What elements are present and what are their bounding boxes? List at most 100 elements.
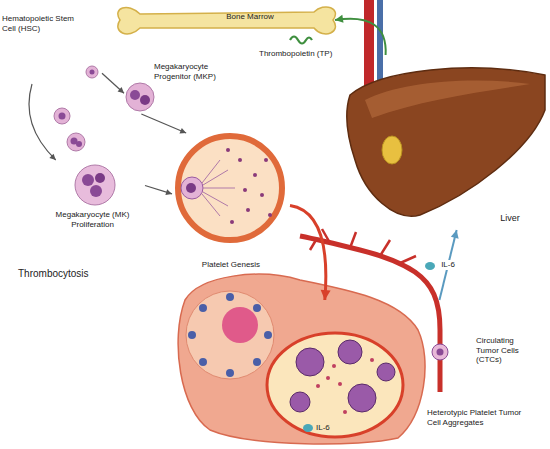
cell-nucleus xyxy=(130,90,140,100)
figure-node: Platelet Genesis xyxy=(172,133,290,278)
gland-cell xyxy=(253,304,261,312)
cell-nucleus xyxy=(90,70,95,75)
aggregate-vessel xyxy=(267,333,403,437)
node-label: Platelet Genesis xyxy=(181,260,281,270)
connector-line xyxy=(290,206,326,301)
figure-node: Heterotypic Platelet Tumor Cell Aggregat… xyxy=(262,300,535,443)
progenitor-cell xyxy=(67,133,85,151)
platelet xyxy=(253,173,257,177)
arrow-head xyxy=(49,154,55,160)
tumor-cell xyxy=(348,384,376,412)
figure-label: Thrombocytosis xyxy=(18,268,89,280)
tumor-gland xyxy=(186,291,274,379)
connector-line xyxy=(335,19,386,55)
cell-nucleus xyxy=(90,185,102,197)
tumor-cell xyxy=(290,392,310,412)
arrow-head xyxy=(179,128,186,134)
bone-shape xyxy=(118,7,336,34)
figure-node: Bone Marrow xyxy=(120,2,335,38)
figure-node: Circulating Tumor Cells (CTCs) xyxy=(418,332,548,386)
platelet xyxy=(326,376,330,380)
arrow-head xyxy=(321,290,331,300)
connector-arrow xyxy=(141,114,186,133)
cell-nucleus xyxy=(186,183,196,193)
platelet xyxy=(243,188,247,192)
gland-cell xyxy=(226,369,234,377)
edge-label: IL-6 xyxy=(440,260,456,270)
gland-cell xyxy=(188,331,196,339)
node-label: Bone Marrow xyxy=(215,12,285,22)
node-label: Heterotypic Platelet Tumor Cell Aggregat… xyxy=(427,408,532,427)
platelets xyxy=(226,148,272,224)
cell-nucleus xyxy=(59,113,66,120)
connector-arrow xyxy=(102,73,124,93)
progenitor-cell xyxy=(54,108,70,124)
platelet xyxy=(260,193,264,197)
platelet xyxy=(230,220,234,224)
il6-icon xyxy=(425,262,435,270)
platelet xyxy=(332,364,336,368)
connector-arrow xyxy=(29,84,56,160)
gallbladder xyxy=(382,136,402,164)
figure-label: IL-6 xyxy=(316,423,330,433)
mkp-cell xyxy=(126,83,154,111)
figure-node: Megakaryocyte Progenitor (MKP) xyxy=(124,62,226,114)
platelet xyxy=(268,213,272,217)
gland-cells xyxy=(188,293,272,377)
arrow-head xyxy=(451,230,459,239)
platelet xyxy=(370,358,374,362)
platelet xyxy=(246,208,250,212)
gland-cell xyxy=(199,358,207,366)
node-label: Liver xyxy=(490,213,530,224)
tumor-mass xyxy=(178,274,425,444)
platelet xyxy=(338,382,342,386)
arrow-head xyxy=(335,15,344,23)
arrow-head xyxy=(165,189,172,195)
figure-node: Hematopoietic Stem Cell (HSC) xyxy=(2,12,102,84)
connector-line xyxy=(102,73,124,93)
figure-node: Megakaryocyte (MK) Proliferation xyxy=(40,160,145,245)
tumor-core xyxy=(222,307,258,343)
connector-line xyxy=(29,84,56,160)
gland-cell xyxy=(199,304,207,312)
il6-icon xyxy=(303,424,313,432)
aggregate-platelets xyxy=(316,358,374,414)
cell-nucleus xyxy=(140,95,150,105)
connector-line xyxy=(439,230,456,300)
platelet xyxy=(238,158,242,162)
ctc-cell xyxy=(432,344,448,360)
figure-node: Liver xyxy=(345,55,548,230)
thrombopoietin-icon xyxy=(290,37,312,44)
cell-nucleus xyxy=(437,349,444,356)
connector-arrow xyxy=(290,206,331,301)
stem-cell xyxy=(86,66,98,78)
platelet xyxy=(226,148,230,152)
connector-arrow xyxy=(335,15,386,55)
cell-nucleus xyxy=(76,141,82,147)
cell-nucleus xyxy=(82,174,94,186)
platelet-genesis-vessel xyxy=(178,136,282,240)
cell-nucleus xyxy=(95,173,105,183)
arrow-head xyxy=(118,87,124,93)
gland-cell xyxy=(226,293,234,301)
platelet xyxy=(264,158,268,162)
gland-cell xyxy=(264,331,272,339)
mk-cell xyxy=(75,165,115,205)
connector-arrow xyxy=(145,186,172,195)
edge-label: Thrombopoietin (TP) xyxy=(258,49,333,59)
tumor-cells xyxy=(290,340,395,412)
tumor-cell xyxy=(296,348,324,376)
liver-highlight xyxy=(365,81,530,118)
node-label: Megakaryocyte (MK) Proliferation xyxy=(45,210,140,229)
connector-arrow xyxy=(439,230,458,300)
tumor-cell xyxy=(377,363,395,381)
platelet xyxy=(316,384,320,388)
platelet xyxy=(343,410,347,414)
gland-cell xyxy=(253,358,261,366)
node-label: Megakaryocyte Progenitor (MKP) xyxy=(154,62,224,81)
node-label: Hematopoietic Stem Cell (HSC) xyxy=(2,14,80,33)
mk-cell xyxy=(181,177,203,199)
liver-shape xyxy=(347,68,545,216)
